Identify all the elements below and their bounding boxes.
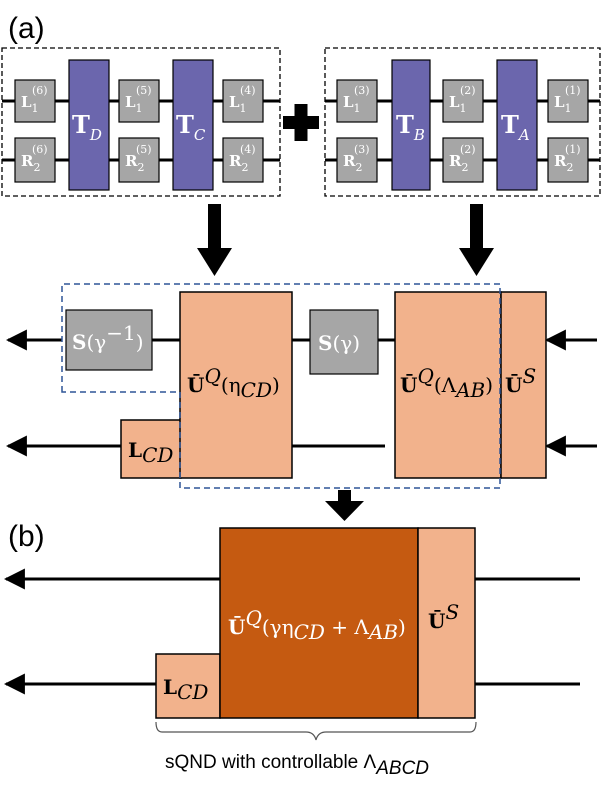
l-cd-block-middle: LCD [120,419,182,479]
gate-l1-4: L1 (4) [222,79,264,123]
gate-r2-6: R2 (6) [14,137,56,183]
svg-text:R2: R2 [343,152,362,174]
down-arrow-left [197,204,232,276]
svg-text:R2: R2 [229,152,248,174]
svg-text:(5): (5) [136,143,152,156]
gate-l1-5: L1 (5) [118,79,160,123]
combined-dashed-frame [61,283,501,489]
left-group: L1 (6) L1 (5) L1 (4) R2 (6) R2 (5) R2 (4… [1,47,281,197]
u-q-eta-cd-block: ŪQ(ηCD) [179,291,293,479]
caption-text: sQND with controllable ΛABCD [165,752,429,779]
svg-text:R2: R2 [125,152,144,174]
svg-text:(1): (1) [565,84,581,97]
gate-r2-5: R2 (5) [118,137,160,183]
panel-label-a: (a) [8,12,45,45]
svg-text:L1: L1 [449,93,467,115]
svg-text:(6): (6) [32,143,48,156]
svg-text:(2): (2) [460,84,476,97]
transfer-block-d: TD [68,59,110,191]
gate-r2-4: R2 (4) [222,137,264,183]
svg-text:ŪQ(γηCD + ΛAB): ŪQ(γηCD + ΛAB) [228,606,406,644]
gate-r2-3: R2 (3) [336,137,378,183]
svg-text:TB: TB [396,110,425,144]
gate-l1-1: L1 (1) [547,79,589,123]
u-q-lambda-ab-block: ŪQ(ΛAB) [394,291,502,479]
caption-brace [155,721,477,741]
gate-r2-1: R2 (1) [547,137,589,183]
svg-text:(3): (3) [354,143,370,156]
right-group-frame [324,47,601,197]
svg-text:R2: R2 [449,152,468,174]
svg-text:(4): (4) [240,143,256,156]
svg-text:ŪQ(ΛAB): ŪQ(ΛAB) [400,364,493,402]
u-s-block-middle: ŪS [500,291,547,479]
svg-text:S(γ): S(γ) [318,331,360,355]
plus-sign [283,104,319,141]
gate-l1-3: L1 (3) [336,79,378,123]
u-s-block-bottom: ŪS [417,527,476,719]
svg-text:L1: L1 [21,93,39,115]
svg-text:TC: TC [176,110,206,144]
svg-text:(3): (3) [354,84,370,97]
svg-text:R2: R2 [554,152,573,174]
svg-text:L1: L1 [343,93,361,115]
svg-text:ŪQ(ηCD): ŪQ(ηCD) [187,364,280,402]
svg-text:(5): (5) [136,84,152,97]
svg-text:L1: L1 [229,93,247,115]
svg-text:L1: L1 [125,93,143,115]
svg-text:ŪS: ŪS [505,364,536,397]
svg-text:LCD: LCD [128,438,173,467]
squeeze-block: S(γ) [309,309,379,375]
left-group-frame [1,47,281,197]
svg-text:(2): (2) [460,143,476,156]
gate-l1-6: L1 (6) [14,79,56,123]
svg-text:TD: TD [72,110,102,144]
svg-text:LCD: LCD [163,675,208,704]
squeeze-inverse-block: S(γ−1) [65,309,153,371]
panel-label-b: (b) [8,520,45,553]
transfer-block-b: TB [391,59,431,191]
gate-r2-2: R2 (2) [442,137,484,183]
svg-text:(4): (4) [240,84,256,97]
svg-text:TA: TA [501,110,530,144]
svg-text:S(γ−1): S(γ−1) [72,321,144,354]
gate-l1-2: L1 (2) [442,79,484,123]
svg-text:R2: R2 [21,152,40,174]
svg-text:ŪS: ŪS [428,600,459,633]
transfer-block-c: TC [172,59,214,191]
down-arrow-right [459,204,494,276]
svg-text:L1: L1 [554,93,572,115]
svg-text:(6): (6) [32,84,48,97]
down-arrow-center [325,490,364,521]
transfer-block-a: TA [496,59,538,191]
l-cd-block-bottom: LCD [155,653,221,719]
u-q-combined-block: ŪQ(γηCD + ΛAB) [219,527,419,719]
svg-text:(1): (1) [565,143,581,156]
right-group: L1 (3) L1 (2) L1 (1) R2 (3) R2 (2) R2 (1… [324,47,601,197]
